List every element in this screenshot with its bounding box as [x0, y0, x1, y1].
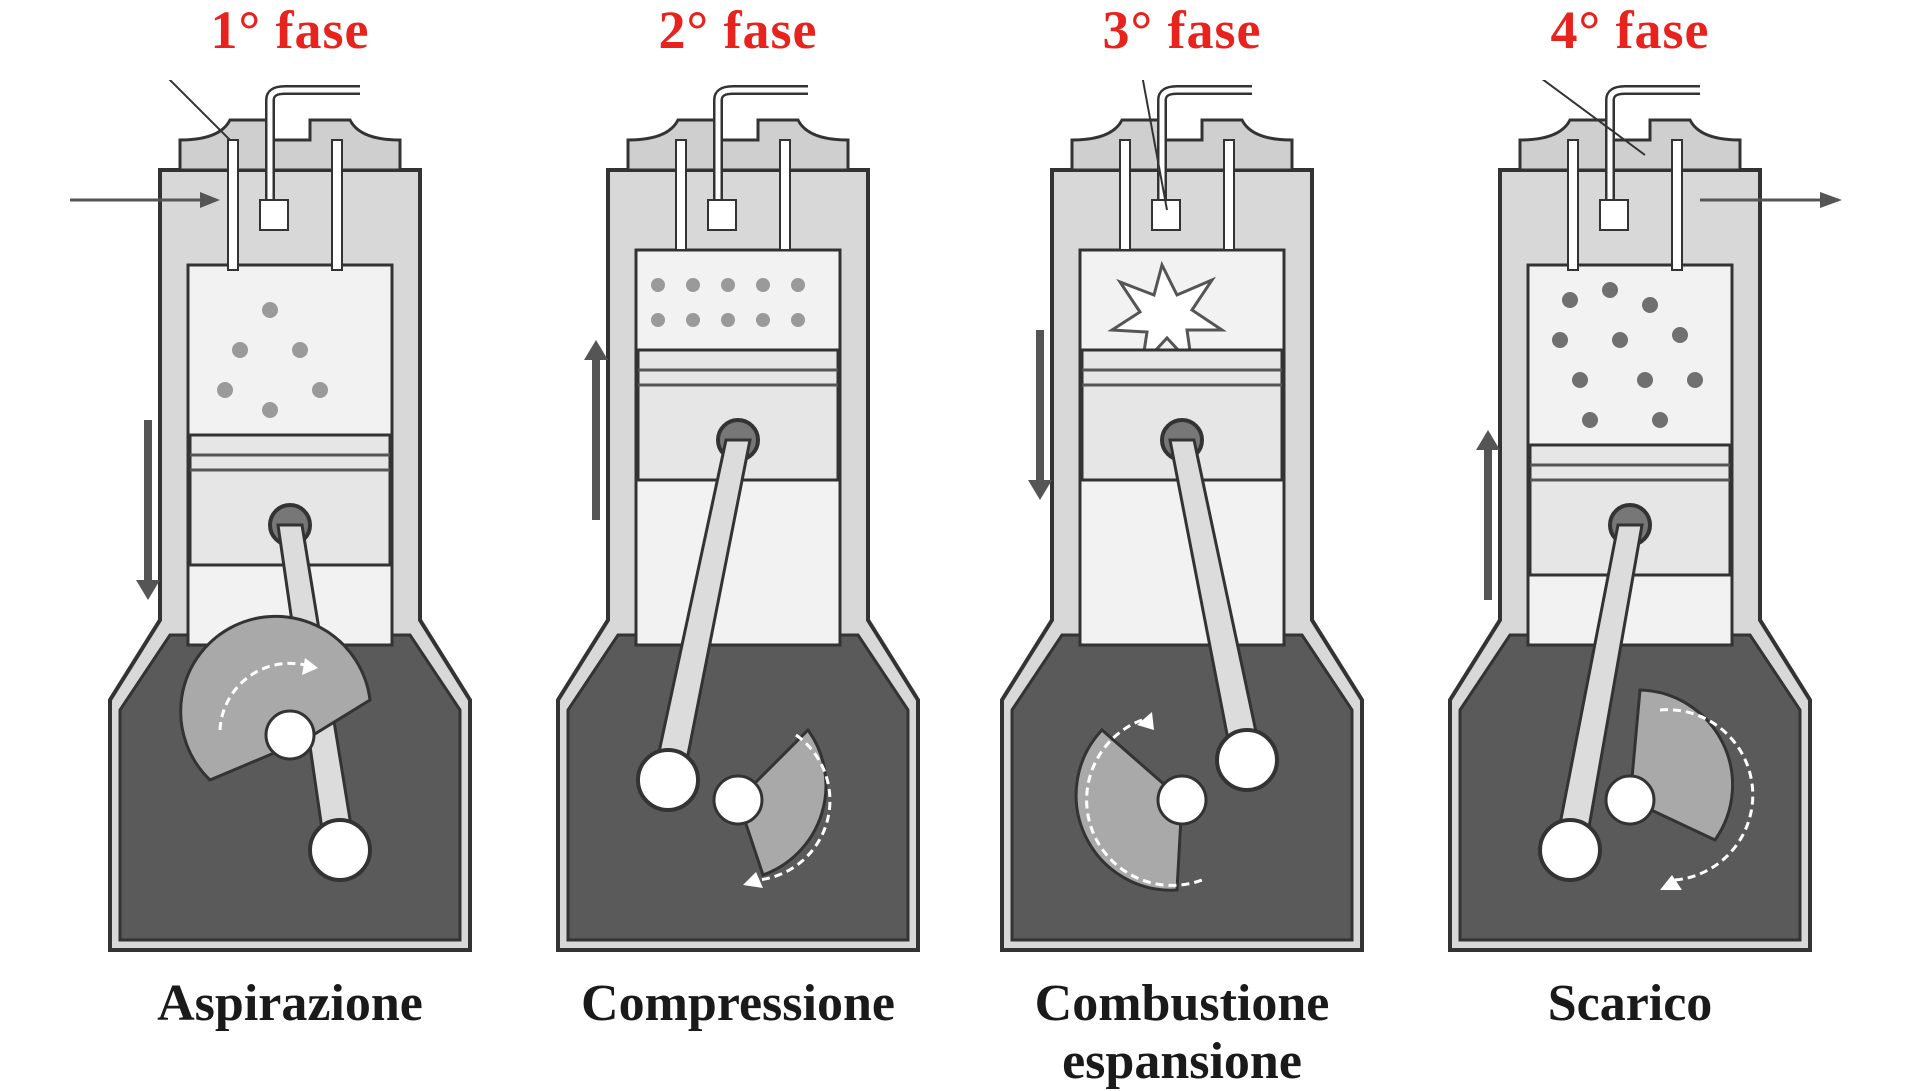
phase-3-label: Combustione espansione [962, 975, 1402, 1091]
phase-4-label: Scarico [1547, 975, 1713, 1032]
phase-4-title: 4° fase [1550, 0, 1710, 60]
phase-1: 1° fase [70, 0, 510, 1080]
phase-1-title: 1° fase [210, 0, 370, 60]
engine-exhaust-illustration [1448, 80, 1842, 952]
phase-3-title: 3° fase [1102, 0, 1262, 60]
phase-2-label: Compressione [581, 975, 895, 1032]
engine-compression-illustration [556, 85, 920, 952]
engine-combustion-illustration [1000, 80, 1364, 952]
phase-3: 3° fase [962, 0, 1402, 1090]
phase-3-label-line2: espansione [1062, 1033, 1302, 1090]
phase-2-title: 2° fase [658, 0, 818, 60]
phase-2: 2° fase [518, 0, 958, 1080]
engine-intake-illustration [70, 80, 472, 952]
phase-3-label-line1: Combustione [1034, 975, 1330, 1032]
phase-1-label: Aspirazione [157, 975, 423, 1032]
phase-4: 4° fase [1410, 0, 1850, 1080]
